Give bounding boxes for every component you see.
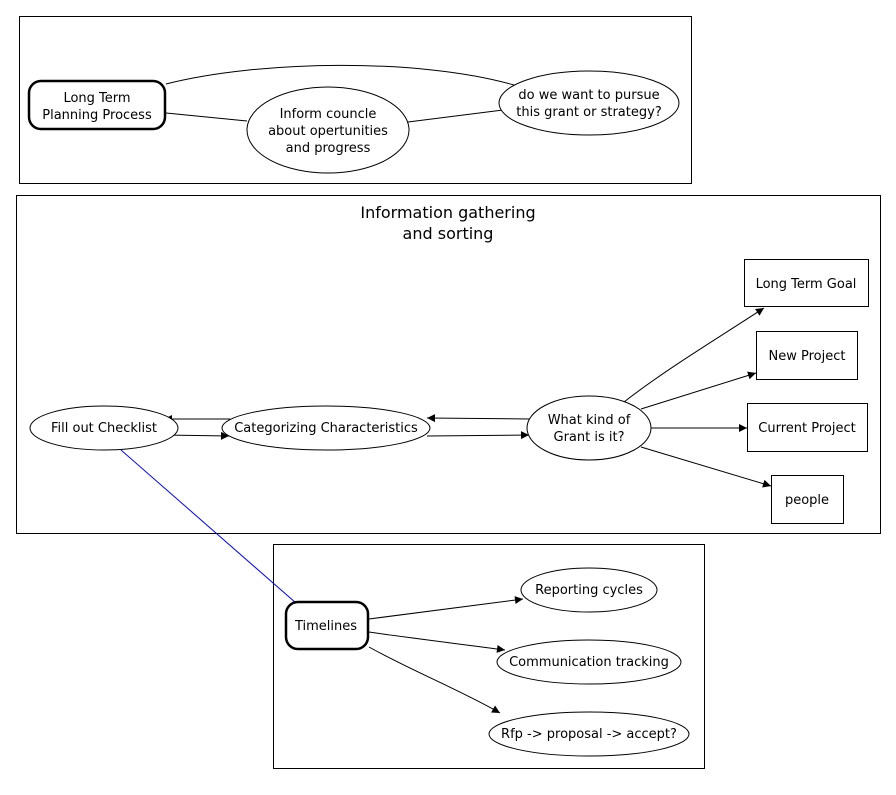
cluster-planning [19,16,692,184]
edge-categorizing-to-whatkind [426,431,530,440]
cluster-title-line1: Information gathering [360,203,535,222]
edge-whatkind-to-people [640,446,772,488]
node-long-term-planning-line2: Planning Process [42,108,152,123]
node-communication-tracking-label: Communication tracking [509,655,669,670]
cluster-timelines [273,544,705,769]
cluster-information-gathering [16,195,881,534]
node-timelines[interactable] [284,600,370,651]
edge-planning-to-inform [165,112,248,122]
node-people-label: people [785,493,829,508]
node-pursue-question-line2: this grant or strategy? [516,105,661,120]
edge-timelines-to-reporting [368,596,524,620]
node-rfp[interactable] [488,711,690,757]
node-categorizing-label: Categorizing Characteristics [234,421,418,436]
edge-timelines-to-rfp [368,646,501,714]
edge-planning-to-pursue [165,64,515,86]
node-inform-council-line1: Inform councle [280,107,377,122]
node-long-term-goal[interactable] [744,259,869,307]
node-reporting-cycles[interactable] [520,567,658,613]
node-fill-out-checklist-label: Fill out Checklist [51,421,157,436]
edge-whatkind-to-long-term-goal [623,307,765,403]
node-people[interactable] [771,475,844,524]
node-what-kind-line2: Grant is it? [554,430,625,445]
node-new-project-label: New Project [769,349,846,364]
node-inform-council-line2: about opertunities [268,124,388,139]
edge-whatkind-to-new-project [640,371,757,410]
node-current-project[interactable] [747,403,868,452]
node-communication-tracking[interactable] [496,639,682,685]
node-rfp-label: Rfp -> proposal -> accept? [501,727,677,742]
node-what-kind-line1: What kind of [548,413,631,428]
node-pursue-question[interactable] [498,70,680,136]
node-what-kind[interactable] [526,395,652,461]
cluster-title-line2: and sorting [403,224,494,243]
edge-inform-to-pursue [407,109,504,123]
node-categorizing[interactable] [221,405,431,451]
node-long-term-goal-label: Long Term Goal [756,277,857,292]
node-long-term-planning[interactable] [27,79,167,131]
edge-checklist-to-timelines [120,449,297,604]
node-timelines-label: Timelines [294,619,357,634]
node-new-project[interactable] [756,331,858,380]
edge-whatkind-to-categorizing [426,414,531,423]
node-inform-council[interactable] [246,86,410,174]
node-reporting-cycles-label: Reporting cycles [535,583,643,598]
node-current-project-label: Current Project [758,421,855,436]
node-inform-council-line3: and progress [286,141,371,156]
edge-timelines-to-communication [368,631,506,653]
node-pursue-question-line1: do we want to pursue [518,88,659,103]
node-fill-out-checklist[interactable] [29,405,179,451]
node-long-term-planning-line1: Long Term [63,91,130,106]
